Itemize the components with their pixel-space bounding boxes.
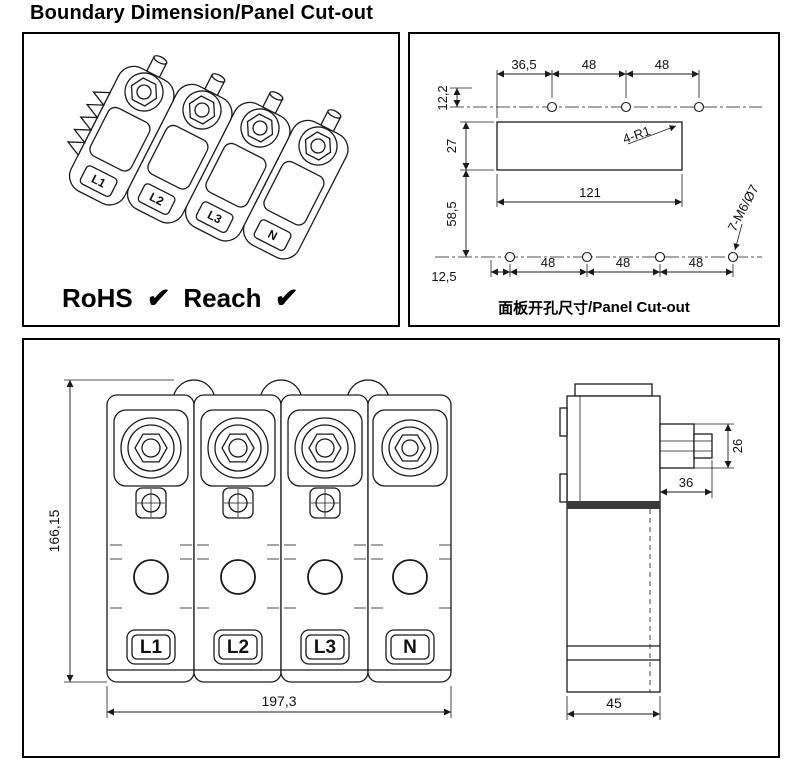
terminal-label: L3 [314, 637, 336, 658]
dim-height-166-15: 166,15 [46, 509, 62, 552]
dim-36: 36 [679, 475, 693, 490]
dim-26: 26 [730, 439, 745, 453]
top-holes-row [450, 70, 762, 113]
rohs-check-icon: ✔ [145, 283, 172, 313]
rohs-label: RoHS [62, 283, 133, 313]
panel-cutout-drawing: 36,5 48 48 12,2 27 4-R1 58,5 [431, 57, 762, 284]
panel-cutout-panel: 36,5 48 48 12,2 27 4-R1 58,5 [408, 32, 780, 327]
dim-width-197-3: 197,3 [261, 693, 296, 709]
reach-label: Reach [183, 283, 262, 313]
compliance-row: RoHS ✔ Reach ✔ [24, 272, 398, 325]
dim-27: 27 [444, 139, 459, 153]
front-module-l2: L2 [197, 409, 279, 665]
front-side-view-drawing: L1 [46, 379, 745, 720]
dim-holes-callout: 7-M6/Ø7 [725, 182, 762, 234]
reach-check-icon: ✔ [273, 283, 300, 313]
dim-48-bottom-2: 48 [616, 255, 630, 270]
iso-terminal-label: L3 [205, 208, 224, 227]
iso-terminal-label: L1 [89, 172, 108, 191]
caption-english: /Panel Cut-out [588, 299, 690, 316]
front-view: L1 [46, 379, 452, 718]
terminal-label: L2 [227, 637, 249, 658]
iso-terminal-label: L2 [147, 190, 166, 209]
dim-4-r1: 4-R1 [621, 123, 653, 146]
panel-cutout-caption: 面板开孔尺寸 /Panel Cut-out [410, 290, 778, 325]
dimension-views-panel: L1 [22, 338, 780, 758]
front-module-l1: L1 [110, 409, 192, 665]
isometric-view-panel: N L3 [22, 32, 400, 327]
dim-12-2: 12,2 [435, 85, 450, 110]
front-module-l3: L3 [284, 409, 366, 665]
caption-chinese: 面板开孔尺寸 [498, 300, 589, 317]
dim-58-5: 58,5 [444, 201, 459, 226]
cutout-rectangle [496, 121, 683, 171]
top-row: N L3 [22, 32, 780, 327]
dim-48-bottom-3: 48 [689, 255, 703, 270]
dim-48-bottom-1: 48 [541, 255, 555, 270]
iso-module-l1: L1 [66, 55, 175, 206]
front-module-n: N [371, 409, 451, 665]
dim-45: 45 [606, 695, 622, 711]
bottom-holes-row [435, 251, 762, 277]
dim-121: 121 [579, 185, 601, 200]
dim-36-5: 36,5 [511, 57, 536, 72]
terminal-label: L1 [140, 637, 163, 658]
dim-48-top-2: 48 [655, 57, 669, 72]
isometric-view-drawing: N L3 [66, 55, 349, 260]
terminal-label: N [403, 637, 417, 658]
page-title: Boundary Dimension/Panel Cut-out [30, 2, 374, 24]
dim-48-top-1: 48 [582, 57, 596, 72]
dim-12-5: 12,5 [431, 269, 456, 284]
side-view: 26 36 45 [559, 383, 745, 720]
